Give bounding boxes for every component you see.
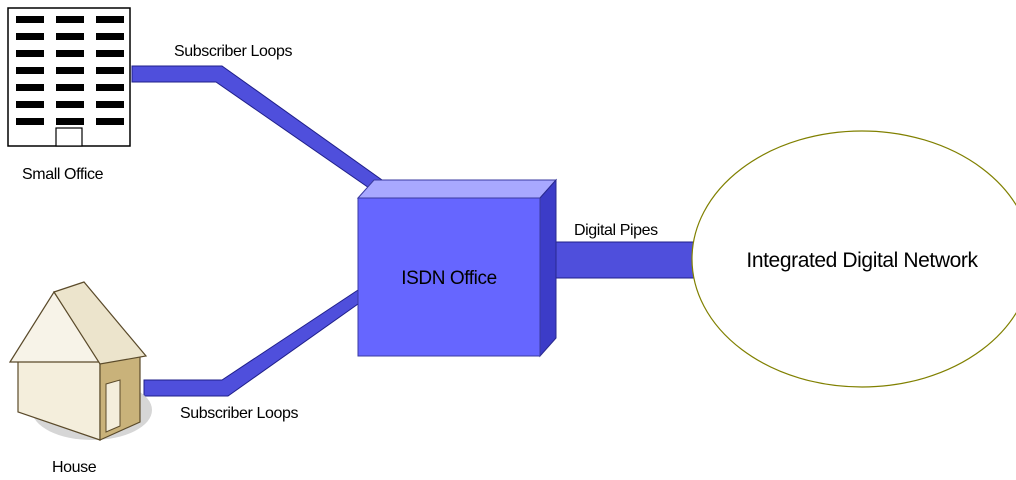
office-window bbox=[56, 16, 84, 23]
office-window bbox=[56, 101, 84, 108]
office-window bbox=[16, 33, 44, 40]
upper-loop-label: Subscriber Loops bbox=[174, 43, 293, 60]
office-window bbox=[16, 16, 44, 23]
isdn-office-box bbox=[356, 178, 558, 358]
isdn-office-label: ISDN Office bbox=[401, 268, 497, 289]
office-window bbox=[56, 50, 84, 57]
lower-loop-label: Subscriber Loops bbox=[180, 405, 299, 422]
office-window bbox=[16, 118, 44, 125]
digital-pipes-label: Digital Pipes bbox=[574, 222, 658, 239]
office-window bbox=[56, 67, 84, 74]
office-window bbox=[96, 101, 124, 108]
office-window bbox=[96, 16, 124, 23]
office-window bbox=[56, 33, 84, 40]
office-window bbox=[96, 33, 124, 40]
office-window bbox=[16, 101, 44, 108]
house-icon bbox=[8, 281, 152, 441]
lower-subscriber-loop bbox=[143, 289, 359, 397]
office-window bbox=[56, 84, 84, 91]
office-window bbox=[16, 50, 44, 57]
office-building-icon bbox=[7, 7, 131, 147]
network-cloud bbox=[691, 130, 1016, 388]
small-office-label: Small Office bbox=[22, 166, 104, 183]
office-window bbox=[96, 84, 124, 91]
office-window bbox=[96, 118, 124, 125]
office-window bbox=[56, 118, 84, 125]
house-label: House bbox=[52, 459, 97, 476]
office-window bbox=[96, 50, 124, 57]
network-label: Integrated Digital Network bbox=[746, 249, 978, 272]
office-window bbox=[16, 67, 44, 74]
office-window bbox=[16, 84, 44, 91]
digital-pipes bbox=[555, 241, 695, 279]
upper-subscriber-loop bbox=[131, 65, 383, 191]
office-window bbox=[96, 67, 124, 74]
